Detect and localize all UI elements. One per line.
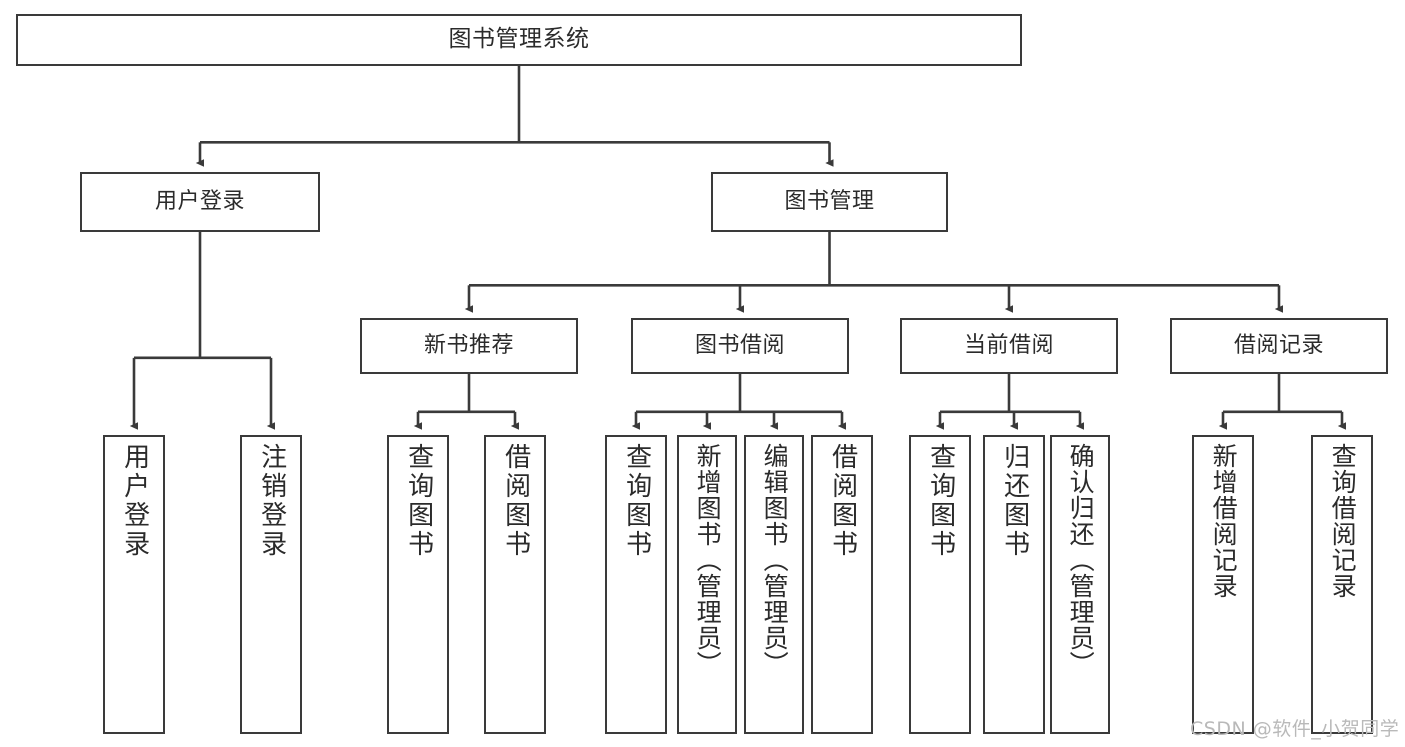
node-user-login[interactable]: 用户登录 [80,172,320,232]
watermark-text: CSDN @软件_小贺同学 [1190,718,1400,740]
node-leaf-borrow-book-2[interactable]: 借阅图书 [811,435,873,734]
node-leaf-query-book-1[interactable]: 查询图书 [387,435,449,734]
node-leaf-confirm-return-label: 确认归还（管理员） [1066,443,1096,677]
node-book-manage[interactable]: 图书管理 [711,172,948,232]
node-borrow-record-label: 借阅记录 [1233,333,1324,359]
node-leaf-query-record-label: 查询借阅记录 [1328,443,1358,599]
node-root-label: 图书管理系统 [448,26,590,53]
node-current-borrow[interactable]: 当前借阅 [900,318,1118,374]
node-leaf-query-book-1-label: 查询图书 [403,443,434,559]
node-user-login-label: 用户登录 [154,189,245,215]
node-leaf-borrow-book-1[interactable]: 借阅图书 [484,435,546,734]
node-book-borrow[interactable]: 图书借阅 [631,318,849,374]
node-book-borrow-label: 图书借阅 [694,333,785,359]
node-current-borrow-label: 当前借阅 [963,333,1054,359]
node-leaf-query-book-3[interactable]: 查询图书 [909,435,971,734]
node-leaf-return-book[interactable]: 归还图书 [983,435,1045,734]
node-leaf-query-book-2[interactable]: 查询图书 [605,435,667,734]
node-leaf-user-login[interactable]: 用户登录 [103,435,165,734]
node-leaf-user-login-label: 用户登录 [119,443,150,559]
node-leaf-borrow-book-1-label: 借阅图书 [500,443,531,559]
node-borrow-record[interactable]: 借阅记录 [1170,318,1388,374]
node-leaf-add-record-label: 新增借阅记录 [1209,443,1239,599]
node-new-book-recommend-label: 新书推荐 [423,333,514,359]
node-leaf-edit-book[interactable]: 编辑图书（管理员） [744,435,804,734]
node-new-book-recommend[interactable]: 新书推荐 [360,318,578,374]
node-leaf-user-logout-label: 注销登录 [256,443,287,559]
node-leaf-add-book-label: 新增图书（管理员） [693,443,723,677]
node-leaf-confirm-return[interactable]: 确认归还（管理员） [1050,435,1110,734]
node-leaf-user-logout[interactable]: 注销登录 [240,435,302,734]
node-leaf-add-record[interactable]: 新增借阅记录 [1192,435,1254,734]
node-leaf-query-book-2-label: 查询图书 [621,443,652,559]
node-leaf-add-book[interactable]: 新增图书（管理员） [677,435,737,734]
node-leaf-query-record[interactable]: 查询借阅记录 [1311,435,1373,734]
node-leaf-query-book-3-label: 查询图书 [925,443,956,559]
node-root[interactable]: 图书管理系统 [16,14,1022,66]
node-book-manage-label: 图书管理 [784,189,875,215]
node-leaf-borrow-book-2-label: 借阅图书 [827,443,858,559]
node-leaf-edit-book-label: 编辑图书（管理员） [760,443,790,677]
node-leaf-return-book-label: 归还图书 [999,443,1030,559]
